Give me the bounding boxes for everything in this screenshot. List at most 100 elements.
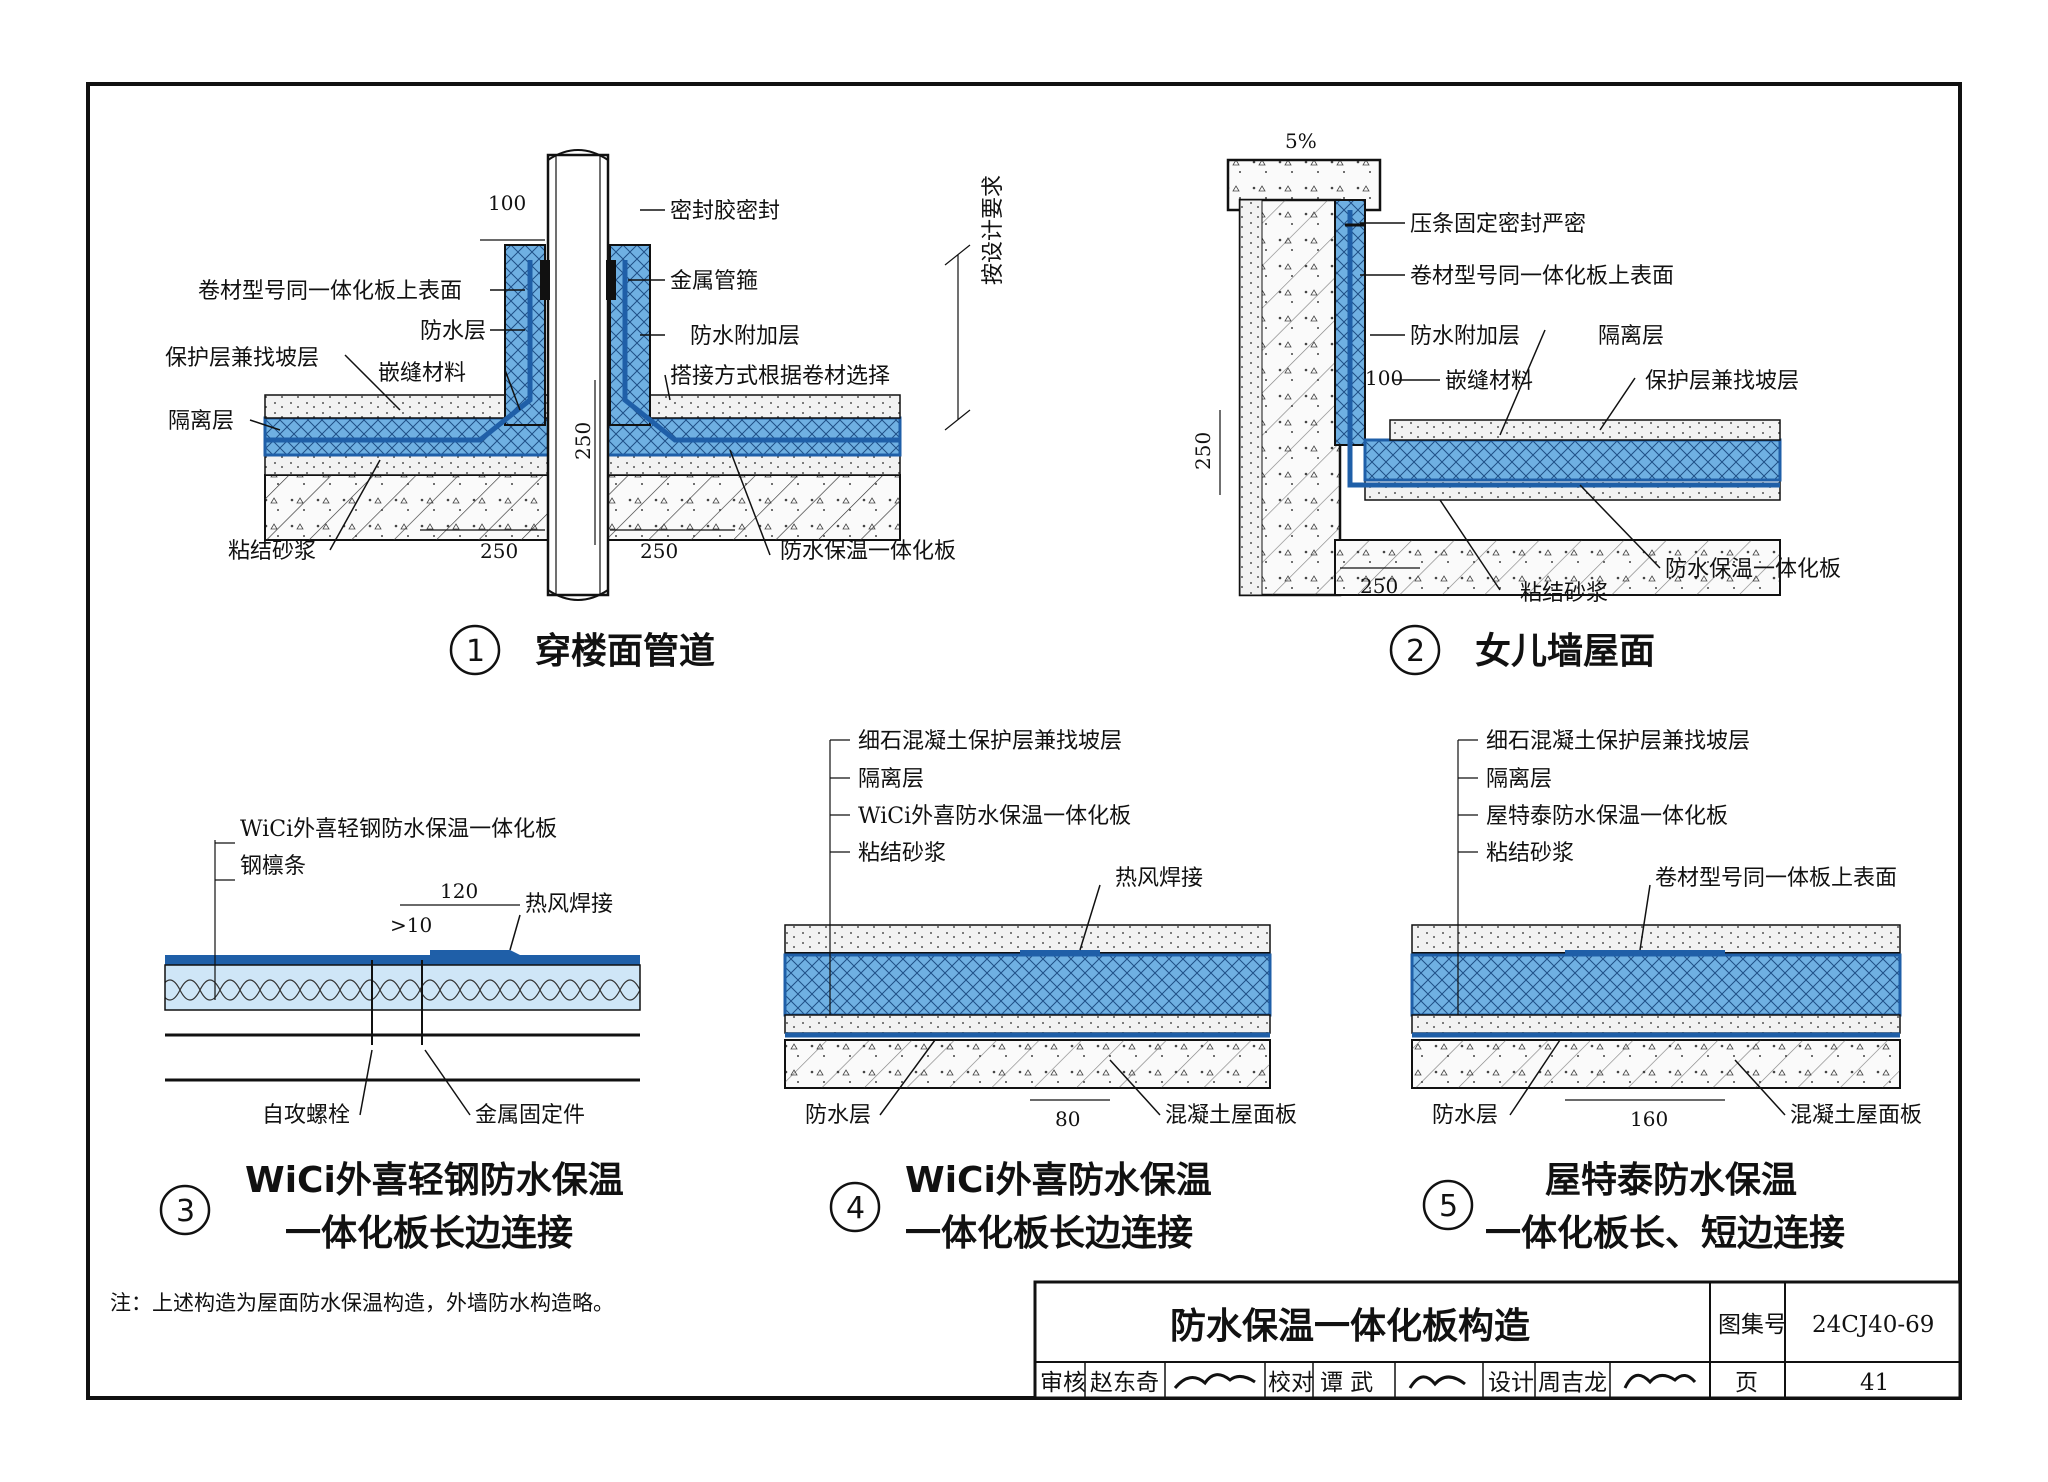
d1-label-band: 金属管箍: [670, 269, 758, 294]
d1-caption: 穿楼面管道: [535, 631, 715, 672]
d4-label-board: WiCi外喜防水保温一体化板: [858, 804, 1131, 829]
d4-label-hot-air: 热风焊接: [1115, 866, 1203, 891]
d2-caption: 女儿墙屋面: [1475, 631, 1655, 672]
d5-dim-lap: 160: [1630, 1107, 1668, 1131]
d1-dim-left: 250: [480, 539, 518, 563]
detail-1: 100 250 250 250 密封胶密封 金属管箍 卷材型号同一体化板上表面 …: [165, 149, 1006, 676]
d3-caption-1: WiCi外喜轻钢防水保温: [245, 1160, 624, 1201]
title-block-page-label: 页: [1735, 1370, 1758, 1396]
title-block-reviewer: 赵东奇: [1090, 1370, 1159, 1396]
d1-label-overlap: 搭接方式根据卷材选择: [670, 364, 890, 389]
d4-label-waterproof: 防水层: [805, 1103, 871, 1128]
d1-dim-top: 100: [488, 191, 526, 215]
d2-label-protect: 保护层兼找坡层: [1645, 369, 1799, 394]
d2-label-isolation: 隔离层: [1598, 324, 1664, 349]
detail-4: 细石混凝土保护层兼找坡层 隔离层 WiCi外喜防水保温一体化板 粘结砂浆 热风焊…: [783, 729, 1297, 1254]
d1-membrane-right: [622, 260, 900, 443]
d3-label-fixer: 金属固定件: [475, 1103, 585, 1128]
d1-upturn-left: [504, 244, 546, 426]
d3-insulation: [164, 964, 641, 1011]
title-block-page-no: 41: [1860, 1370, 1889, 1396]
title-block-designer: 周吉龙: [1538, 1370, 1607, 1396]
d1-number: 1: [466, 634, 485, 669]
d3-number: 3: [176, 1194, 195, 1229]
d4-label-isolation: 隔离层: [858, 767, 924, 792]
d1-label-sealant: 密封胶密封: [670, 199, 780, 224]
d5-label-slab: 混凝土屋面板: [1790, 1103, 1922, 1128]
d1-label-filler: 嵌缝材料: [378, 361, 466, 386]
reviewer-signature: [1173, 1373, 1256, 1389]
d2-number-circle: [1389, 624, 1441, 676]
d2-dim-bottom: 250: [1360, 574, 1398, 598]
d1-label-board: 防水保温一体化板: [780, 539, 956, 564]
d3-label-screw: 自攻螺栓: [262, 1103, 350, 1128]
d4-caption-2: 一体化板长边连接: [905, 1213, 1193, 1254]
d2-board: [1363, 438, 1782, 482]
d4-number-circle: [829, 1181, 881, 1233]
d1-band-left: [540, 260, 550, 300]
d2-dim-height: 250: [1191, 432, 1215, 470]
title-block-atlas-label: 图集号: [1718, 1312, 1787, 1338]
d5-label-mortar: 粘结砂浆: [1486, 841, 1574, 866]
d1-dim-right: 250: [640, 539, 678, 563]
title-block-design-label: 设计: [1488, 1370, 1534, 1396]
title-block: 防水保温一体化板构造 图集号 24CJ40-69 审核 赵东奇 校对 谭 武 设…: [1033, 1280, 1962, 1400]
d1-label-mortar: 粘结砂浆: [228, 539, 316, 564]
d3-label-purlin: 钢檩条: [240, 854, 306, 879]
d2-protect: [1389, 419, 1781, 441]
d4-number: 4: [846, 1191, 865, 1226]
d1-label-design: 按设计要求: [981, 175, 1006, 285]
d2-label-additional: 防水附加层: [1410, 324, 1520, 349]
d1-label-protect: 保护层兼找坡层: [165, 346, 319, 371]
title-block-atlas-no: 24CJ40-69: [1812, 1312, 1934, 1338]
d5-label-waterproof: 防水层: [1432, 1103, 1498, 1128]
d3-number-circle: [159, 1184, 211, 1236]
title-block-check-label: 校对: [1268, 1370, 1314, 1396]
d5-number: 5: [1439, 1189, 1458, 1224]
d4-dim-lap: 80: [1055, 1107, 1080, 1131]
sheet-note: 注：上述构造为屋面防水保温构造，外墙防水构造略。: [110, 1291, 614, 1315]
d3-dim-min: >10: [390, 913, 432, 937]
d3-label-board: WiCi外喜轻钢防水保温一体化板: [240, 817, 557, 842]
d2-number: 2: [1406, 634, 1425, 669]
d4-label-fine: 细石混凝土保护层兼找坡层: [858, 729, 1122, 754]
detail-3: 120 >10 WiCi外喜轻钢防水保温一体化板 钢檩条 热风焊接 自攻螺栓 金…: [159, 817, 641, 1254]
d1-membrane-left: [265, 260, 533, 443]
d5-fine-concrete: [1411, 924, 1901, 954]
d4-label-mortar: 粘结砂浆: [858, 841, 946, 866]
detail-2: 5% 100 250 250 压条固定密封严密 卷材型号同一体化板上表面 防水附…: [1191, 129, 1841, 676]
d2-label-board: 防水保温一体化板: [1665, 557, 1841, 582]
d1-band-right: [606, 260, 616, 300]
d1-number-circle: [449, 624, 501, 676]
d1-label-additional: 防水附加层: [690, 324, 800, 349]
d4-mortar: [784, 1014, 1271, 1034]
d5-label-fine: 细石混凝土保护层兼找坡层: [1486, 729, 1750, 754]
d5-caption-2: 一体化板长、短边连接: [1485, 1213, 1845, 1254]
sheet-frame: [86, 82, 1962, 1400]
d1-dim-height: 250: [571, 422, 595, 460]
d2-label-filler: 嵌缝材料: [1445, 369, 1533, 394]
d1-label-membrane: 卷材型号同一体化板上表面: [198, 279, 462, 304]
d3-membrane: [165, 955, 640, 965]
d5-board: [1410, 953, 1902, 1017]
d2-label-press: 压条固定密封严密: [1410, 212, 1586, 237]
d5-number-circle: [1422, 1179, 1474, 1231]
d2-dim-corner: 100: [1365, 366, 1403, 390]
d1-label-waterproof: 防水层: [420, 319, 486, 344]
d5-caption-1: 屋特泰防水保温: [1545, 1160, 1797, 1201]
d3-dim-lap: 120: [440, 879, 478, 903]
d5-label-isolation: 隔离层: [1486, 767, 1552, 792]
designer-signature: [1623, 1373, 1697, 1389]
d1-pipe: [546, 153, 610, 597]
title-block-title: 防水保温一体化板构造: [1170, 1306, 1530, 1347]
checker-signature: [1408, 1375, 1466, 1389]
d2-label-membrane: 卷材型号同一体化板上表面: [1410, 264, 1674, 289]
d5-label-board: 屋特泰防水保温一体化板: [1486, 804, 1728, 829]
d4-label-slab: 混凝土屋面板: [1165, 1103, 1297, 1128]
d2-label-mortar: 粘结砂浆: [1520, 581, 1608, 606]
d4-fine-concrete: [784, 924, 1271, 954]
d3-caption-2: 一体化板长边连接: [285, 1213, 573, 1254]
title-block-checker: 谭 武: [1320, 1370, 1373, 1396]
d2-slope: 5%: [1285, 129, 1317, 153]
